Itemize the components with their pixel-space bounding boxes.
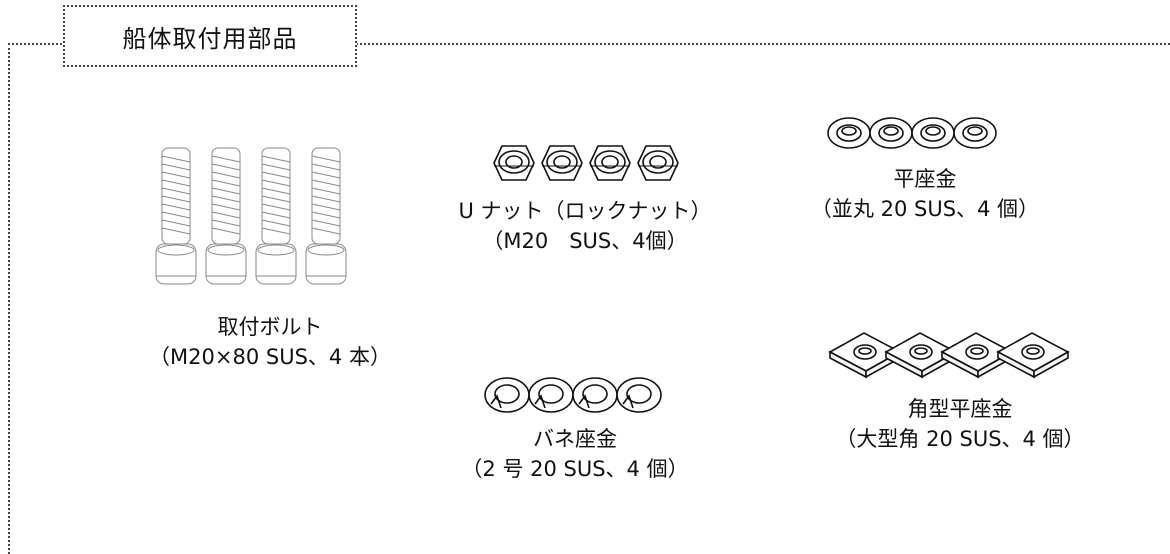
frame-left-border	[8, 43, 10, 554]
u-nut-name: U ナット（ロックナット）	[458, 199, 712, 223]
bolt-spec: （M20×80 SUS、4 本）	[149, 345, 391, 369]
bolts-illustration	[150, 147, 347, 285]
u-nut-spec: （M20 SUS、4個）	[482, 229, 688, 253]
spring-washer-name: バネ座金	[533, 427, 617, 451]
flat-washers-illustration	[825, 117, 997, 149]
section-title: 船体取付用部品	[63, 5, 357, 67]
spring-washers-illustration	[483, 377, 662, 413]
frame-top-border	[8, 43, 1170, 45]
bolt-caption: 取付ボルト （M20×80 SUS、4 本）	[110, 312, 430, 372]
square-washers-illustration	[828, 325, 1069, 383]
u-nuts-illustration	[490, 145, 679, 181]
u-nut-caption: U ナット（ロックナット） （M20 SUS、4個）	[420, 196, 750, 256]
spring-washer-spec: （2 号 20 SUS、4 個）	[461, 457, 689, 481]
square-washer-caption: 角型平座金 （大型角 20 SUS、4 個）	[810, 394, 1110, 454]
square-washer-spec: （大型角 20 SUS、4 個）	[835, 427, 1085, 451]
flat-washer-name: 平座金	[893, 167, 957, 191]
spring-washer-caption: バネ座金 （2 号 20 SUS、4 個）	[440, 424, 710, 484]
square-washer-name: 角型平座金	[907, 397, 1013, 421]
flat-washer-caption: 平座金 （並丸 20 SUS、4 個）	[800, 164, 1050, 224]
bolt-name: 取付ボルト	[217, 315, 323, 339]
flat-washer-spec: （並丸 20 SUS、4 個）	[810, 197, 1040, 221]
